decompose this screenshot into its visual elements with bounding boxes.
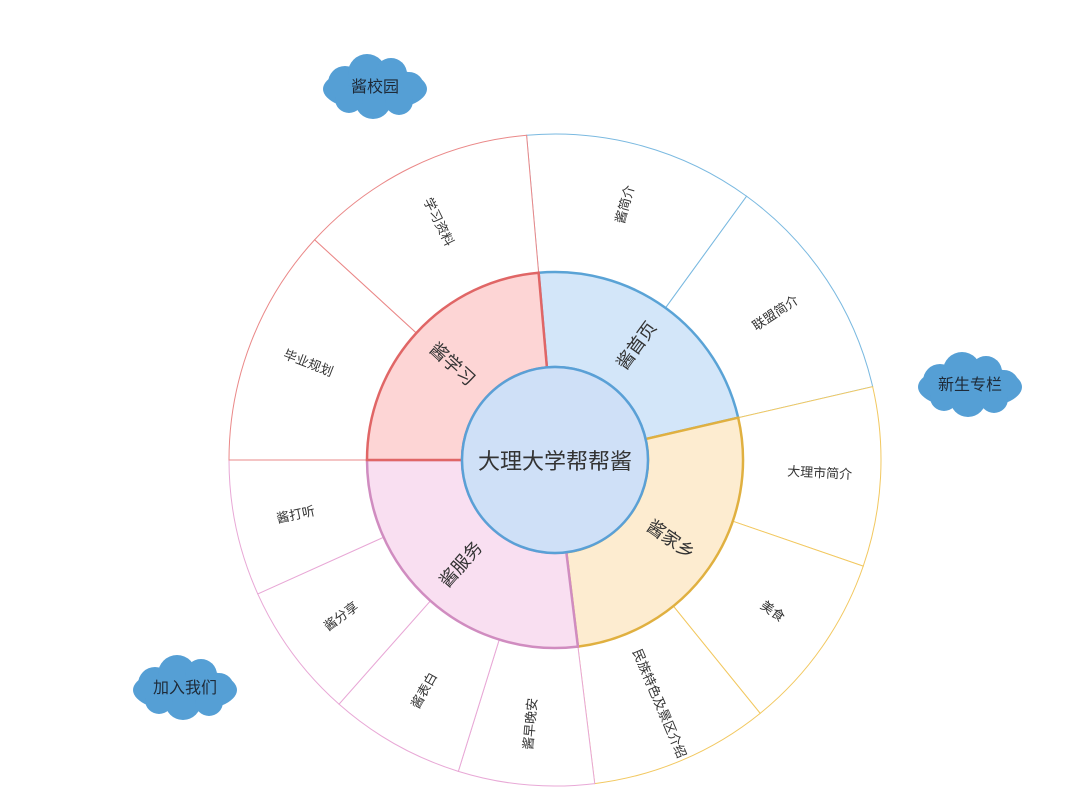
cloud-button-campus[interactable]: 酱校园 bbox=[315, 49, 435, 125]
center-label: 大理大学帮帮酱 bbox=[478, 449, 632, 474]
cloud-button-freshman[interactable]: 新生专栏 bbox=[910, 347, 1030, 423]
outer-ring: 酱简介联盟简介大理市简介美食民族特色及景区介绍酱早晚安酱表白酱分享酱打听毕业规划… bbox=[228, 133, 882, 787]
cloud-button-join-us[interactable]: 加入我们 bbox=[125, 650, 245, 726]
center-circle[interactable] bbox=[460, 365, 650, 555]
cloud-shape bbox=[323, 54, 427, 119]
cloud-label-freshman: 新生专栏 bbox=[937, 377, 1002, 394]
outer-item-label: 酱早晚安 bbox=[520, 697, 540, 750]
cloud-label-campus: 酱校园 bbox=[350, 79, 399, 96]
center-node[interactable]: 大理大学帮帮酱 bbox=[460, 365, 650, 555]
cloud-label-join-us: 加入我们 bbox=[152, 680, 217, 697]
outer-item-label: 大理市简介 bbox=[787, 464, 853, 482]
cloud-shape bbox=[133, 655, 237, 720]
cloud-shape bbox=[918, 352, 1022, 417]
